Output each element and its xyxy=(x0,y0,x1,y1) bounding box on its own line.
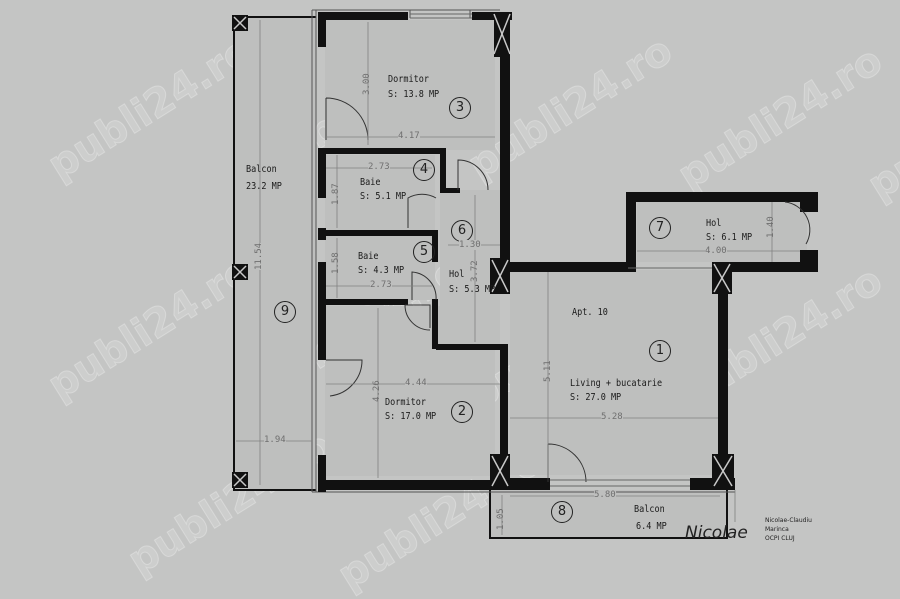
room-1-number: 1 xyxy=(649,340,671,362)
stamp-line-3: OCPI CLUJ xyxy=(765,535,795,542)
room-6-dim-width: 1.30 xyxy=(459,240,481,250)
room-6-area: S: 5.3 MP xyxy=(449,284,496,295)
room-3-dim-height: 3.00 xyxy=(362,73,372,95)
room-7-dim-width: 4.00 xyxy=(705,246,727,256)
room-1-name: Living + bucatarie xyxy=(570,378,663,389)
room-1-dim-width: 5.28 xyxy=(601,412,623,422)
room-3-area: S: 13.8 MP xyxy=(388,89,440,100)
room-5-area: S: 4.3 MP xyxy=(358,265,405,276)
apartment-label: Apt. 10 xyxy=(572,307,608,318)
room-9-name: Balcon xyxy=(246,164,277,175)
room-2-number: 2 xyxy=(451,401,473,423)
room-9-area: 23.2 MP xyxy=(246,181,282,192)
room-6-dim-length: 3.72 xyxy=(470,260,480,282)
room-5-dim-width: 2.73 xyxy=(370,280,392,290)
room-3-dim-width: 4.17 xyxy=(398,131,420,141)
room-8-name: Balcon xyxy=(634,504,665,515)
signature: Nicolae xyxy=(685,523,748,543)
room-6-name: Hol xyxy=(449,269,465,280)
room-8-dim-height: 1.05 xyxy=(496,508,506,530)
room-4-area: S: 5.1 MP xyxy=(360,191,407,202)
room-7-area: S: 6.1 MP xyxy=(706,232,753,243)
room-6-number: 6 xyxy=(451,220,473,242)
room-7-dim-height: 1.40 xyxy=(766,216,776,238)
room-2-name: Dormitor xyxy=(385,397,426,408)
room-2-area: S: 17.0 MP xyxy=(385,411,437,422)
room-8-number: 8 xyxy=(551,501,573,523)
room-7-name: Hol xyxy=(706,218,722,229)
room-3-number: 3 xyxy=(449,97,471,119)
room-9-dim-length: 11.54 xyxy=(254,242,264,270)
stamp-line-2: Marinca xyxy=(765,526,789,533)
room-4-name: Baie xyxy=(360,177,381,188)
room-5-dim-height: 1.58 xyxy=(331,252,341,274)
room-4-number: 4 xyxy=(413,159,435,181)
room-5-name: Baie xyxy=(358,251,379,262)
room-4-dim-width: 2.73 xyxy=(368,162,390,172)
stamp-line-1: Nicolae-Claudiu xyxy=(765,517,812,524)
room-2-dim-height: 4.26 xyxy=(372,380,382,402)
room-2-dim-width: 4.44 xyxy=(405,378,427,388)
room-9-dim-width: 1.94 xyxy=(264,435,286,445)
room-8-area: 6.4 MP xyxy=(636,521,667,532)
room-5-number: 5 xyxy=(413,241,435,263)
room-1-area: S: 27.0 MP xyxy=(570,392,622,403)
room-1-dim-height: 5.11 xyxy=(543,360,553,382)
floor-plan: publi24.ro publi24.ro publi24.ro publi24… xyxy=(40,9,900,599)
room-9-number: 9 xyxy=(274,301,296,323)
room-4-dim-height: 1.87 xyxy=(331,183,341,205)
room-3-name: Dormitor xyxy=(388,74,429,85)
room-7-number: 7 xyxy=(649,217,671,239)
room-8-dim-width: 5.80 xyxy=(594,490,616,500)
